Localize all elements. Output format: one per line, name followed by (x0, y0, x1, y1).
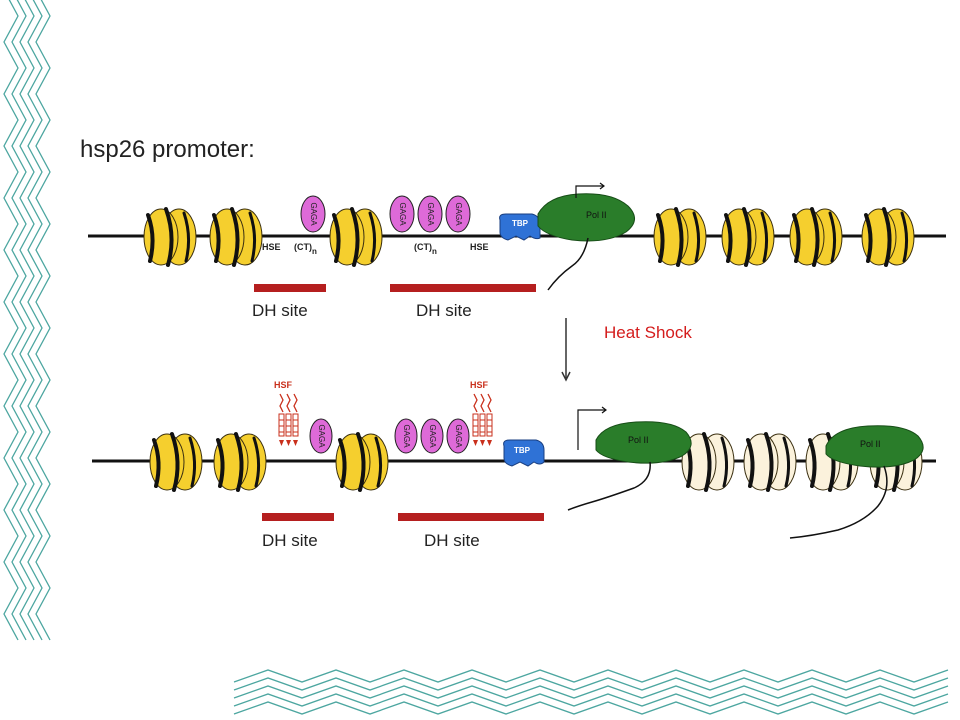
hsf-label-left: HSF (274, 380, 293, 390)
hsf-label-right: HSF (470, 380, 489, 390)
tbp-protein-top: TBP (499, 213, 541, 241)
gaga-label: GAGA (402, 424, 411, 448)
tss-arrow-top (575, 182, 605, 198)
hse-label-left: HSE (262, 242, 281, 252)
pol-ii-label: Pol II (586, 210, 607, 220)
gaga-label: GAGA (454, 202, 463, 226)
nucleosome (653, 207, 707, 267)
dh-site-bar-top-left (254, 284, 326, 292)
rna-transcript-top (547, 237, 589, 291)
hsf-trimer-right (472, 393, 493, 446)
pol-ii-bottom-2: Pol II (789, 425, 924, 539)
tss-arrow-bottom (577, 406, 607, 450)
tbp-protein-bottom: TBP (503, 439, 545, 467)
nucleosome (335, 432, 389, 492)
nucleosome (213, 432, 267, 492)
gaga-label: GAGA (426, 202, 435, 226)
ct-label-right: (CT)n (414, 242, 437, 256)
gaga-factor-bottom-left: GAGA (309, 418, 333, 454)
pol-ii-label: Pol II (628, 435, 649, 445)
gaga-label: GAGA (309, 202, 318, 226)
rna-transcript-bottom-1 (567, 461, 651, 511)
pol-ii-bottom-1: Pol II (567, 421, 692, 511)
nucleosome (721, 207, 775, 267)
dh-site-label-bottom-left: DH site (262, 531, 318, 550)
hsf-trimer-left (278, 393, 299, 446)
dh-site-bar-top-right (390, 284, 536, 292)
gaga-label: GAGA (317, 424, 326, 448)
gaga-label: GAGA (398, 202, 407, 226)
gaga-label: GAGA (454, 424, 463, 448)
heat-shock-label: Heat Shock (604, 323, 692, 342)
tbp-label: TBP (512, 219, 529, 228)
nucleosome (329, 207, 383, 267)
left-zigzag-border (3, 0, 51, 641)
dh-site-label-top-right: DH site (416, 301, 472, 320)
gaga-label: GAGA (428, 424, 437, 448)
nucleosome-remodeled (681, 432, 735, 492)
ct-label-left: (CT)n (294, 242, 317, 256)
top-chromatin-row: GAGA GAGA GAGA GAGA HSE (CT)n (CT)n HSE … (88, 182, 946, 320)
bottom-zigzag-border (233, 669, 949, 715)
tbp-label: TBP (514, 446, 531, 455)
gaga-factor-left: GAGA (300, 195, 326, 233)
gaga-factors-bottom-middle: GAGA GAGA GAGA (394, 418, 470, 454)
nucleosome (149, 432, 203, 492)
dh-site-label-top-left: DH site (252, 301, 308, 320)
gaga-factors-middle: GAGA GAGA GAGA (389, 195, 471, 233)
dh-site-bar-bottom-right (398, 513, 544, 521)
nucleosome-remodeled (743, 432, 797, 492)
nucleosome (861, 207, 915, 267)
diagram-title: hsp26 promoter: (80, 136, 255, 163)
bottom-chromatin-row: GAGA GAGA GAGA GAGA HSF HSF TBP Pol II (92, 380, 936, 550)
hse-label-right: HSE (470, 242, 489, 252)
dh-site-bar-bottom-left (262, 513, 334, 521)
pol-ii-top: Pol II (537, 193, 635, 291)
nucleosome (789, 207, 843, 267)
nucleosome (143, 207, 197, 267)
pol-ii-label: Pol II (860, 439, 881, 449)
rna-transcript-bottom-2 (789, 465, 888, 539)
heat-shock-transition: Heat Shock (561, 318, 692, 382)
dh-site-label-bottom-right: DH site (424, 531, 480, 550)
nucleosome (209, 207, 263, 267)
